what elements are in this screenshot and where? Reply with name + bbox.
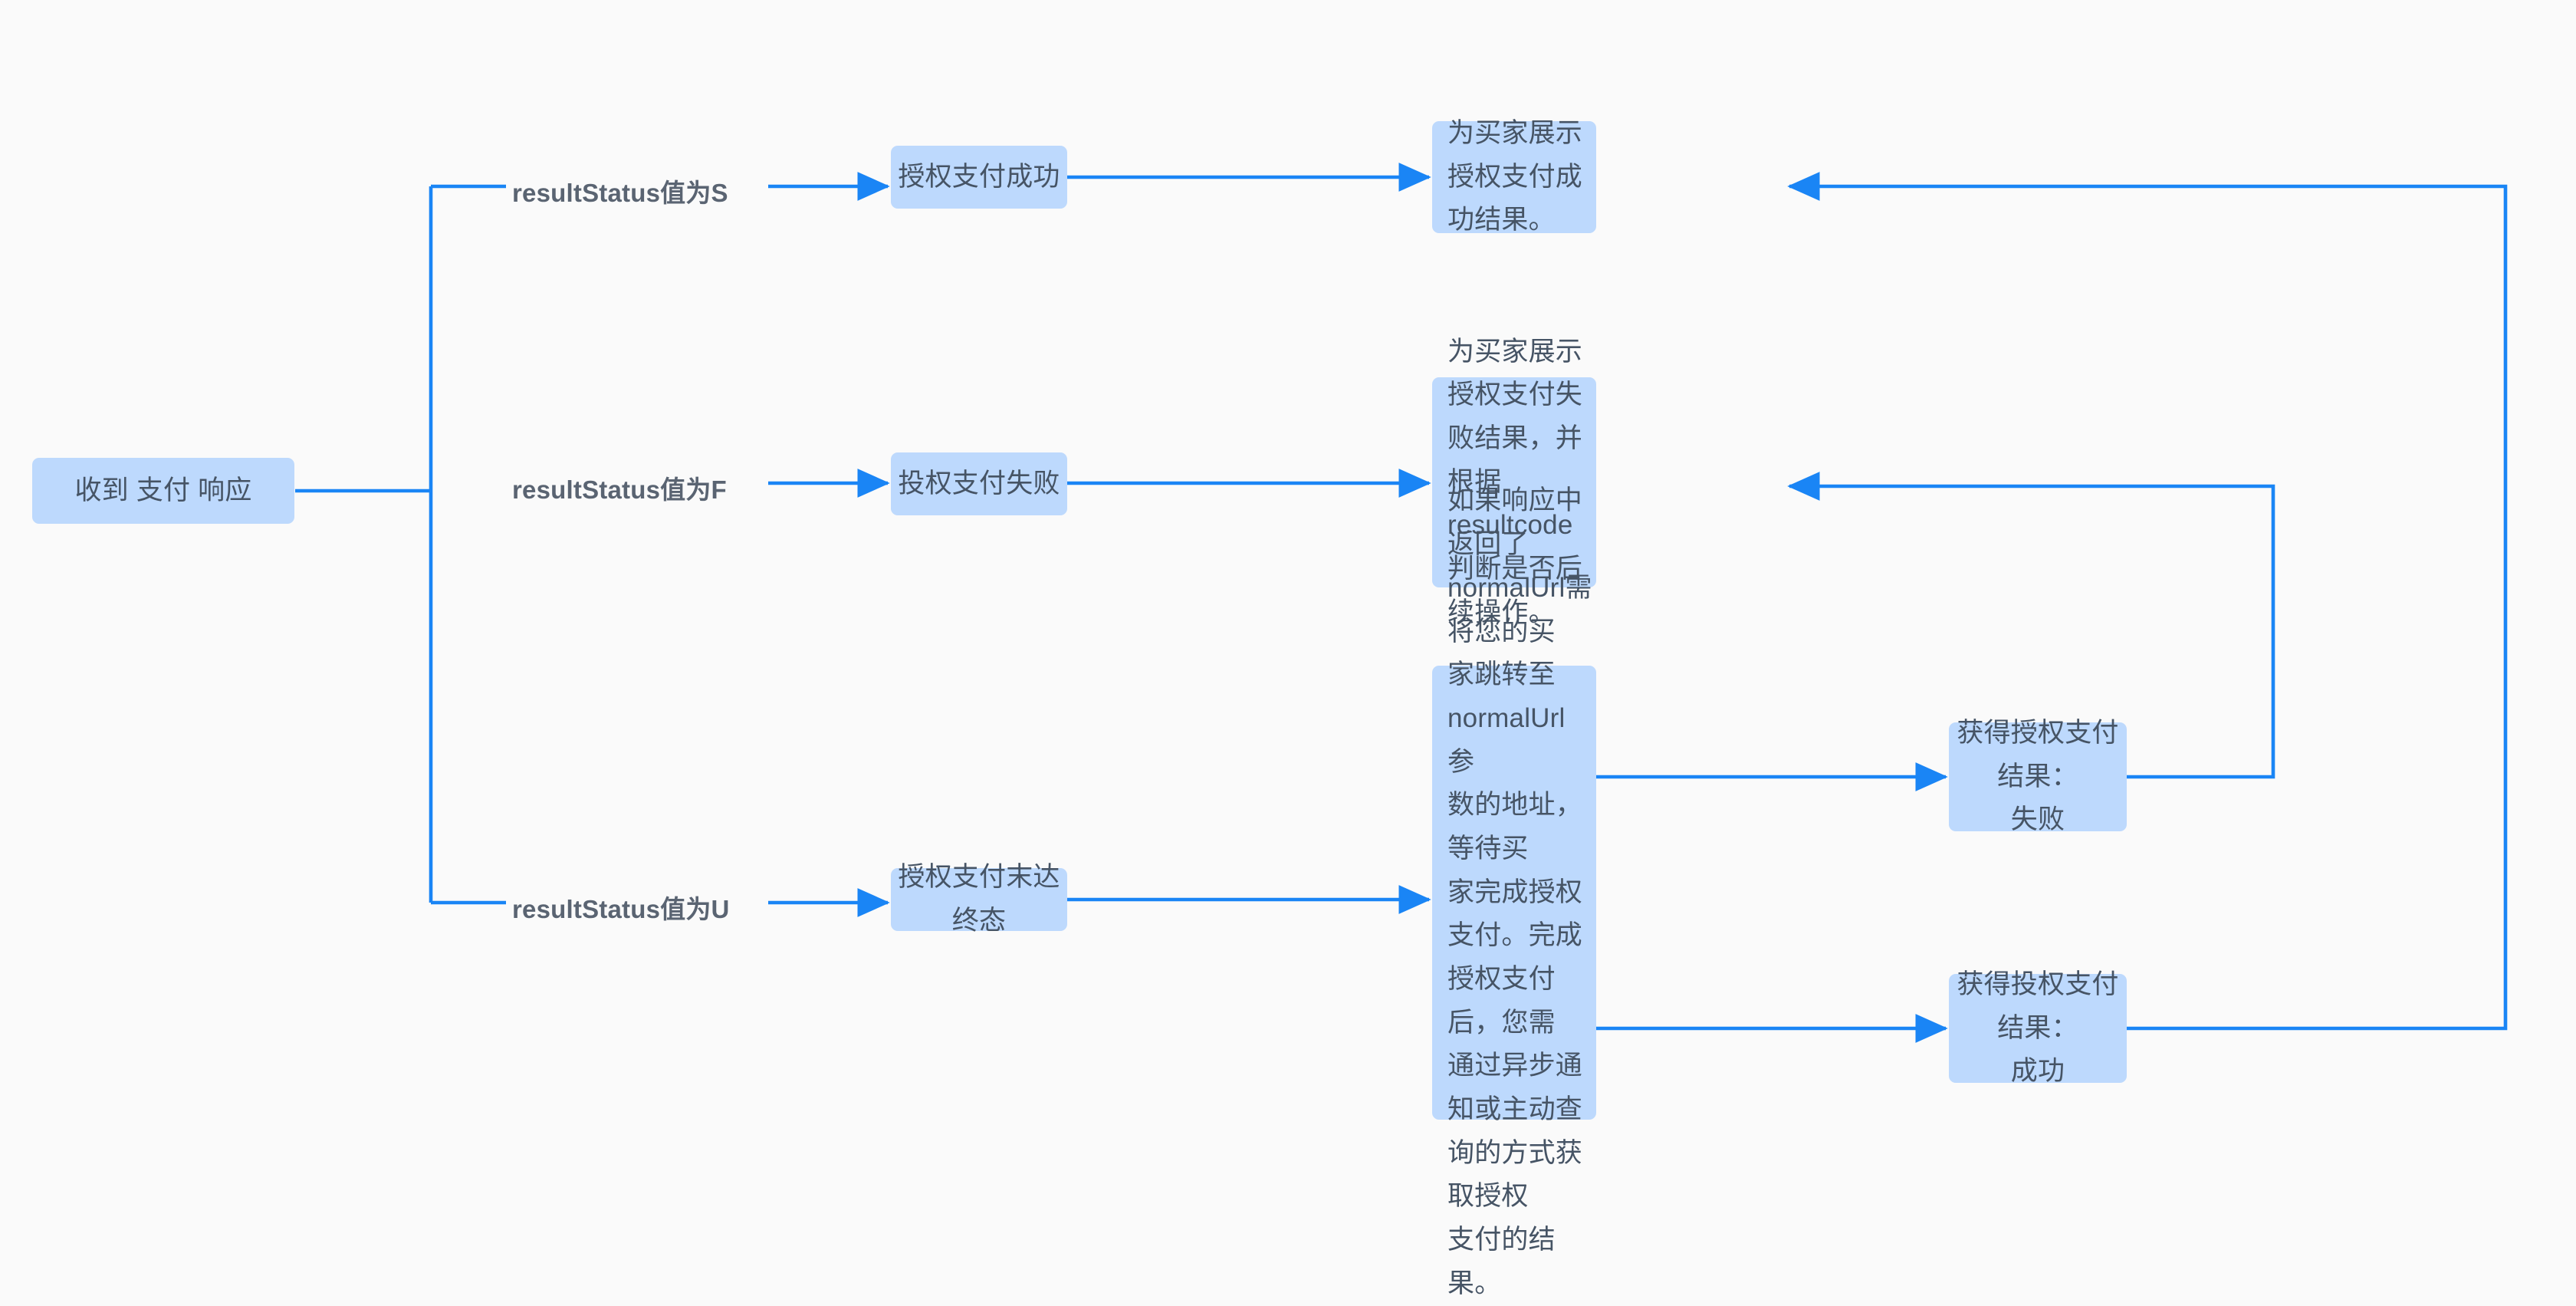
node-detail-pending[interactable]: 如果响应中返回了 normalUrl需将您的买 家跳转至 normalUrl 参… (1432, 485, 1596, 1298)
node-source[interactable]: 收到 支付 响应 (32, 458, 294, 524)
node-auth-pay-failed[interactable]: 投权支付失败 (891, 452, 1067, 515)
node-auth-pay-success[interactable]: 授权支付成功 (891, 146, 1067, 209)
node-detail-failure[interactable]: 为买家展示授权支付失 败结果，并根据 resultcode 判断是否后 续操作。 (1432, 337, 1596, 627)
node-auth-pay-pending[interactable]: 授权支付末达终态 (891, 862, 1067, 936)
flowchart-canvas: 收到 支付 响应 授权支付成功 投权支付失败 授权支付末达终态 为买家展示授权支… (32, 117, 2508, 1298)
edge-label-result-status-s: resultStatus值为S (512, 179, 728, 207)
node-detail-success[interactable]: 为买家展示授权支付成 功结果。 (1432, 118, 1596, 235)
edge-label-result-status-u: resultStatus值为U (512, 895, 730, 923)
flowchart-edges (295, 163, 2508, 1043)
node-result-success[interactable]: 获得投权支付结果： 成功 (1949, 969, 2127, 1086)
edge-result-success-loopback (1787, 172, 2508, 1031)
node-result-failure[interactable]: 获得授权支付结果： 失败 (1949, 718, 2127, 834)
edge-label-result-status-f: resultStatus值为F (512, 475, 727, 504)
